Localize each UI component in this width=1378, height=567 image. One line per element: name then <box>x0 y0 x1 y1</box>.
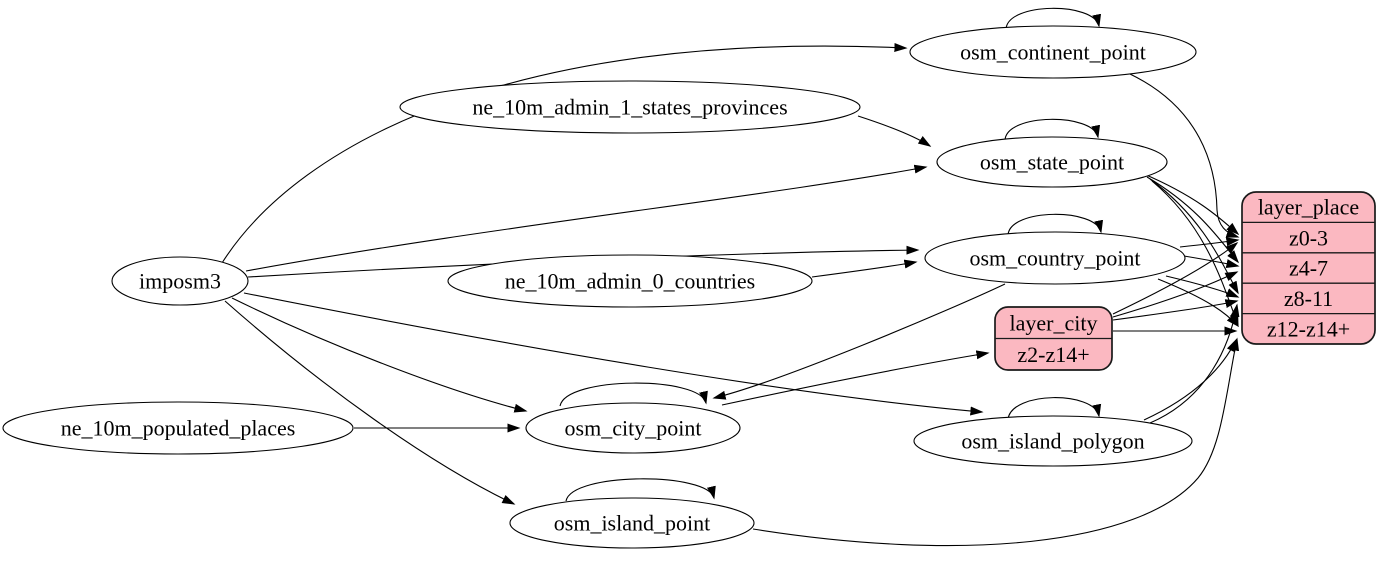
node-ellipse <box>399 80 861 134</box>
edge-osm-continent-point-to-layer-place-z0-3 <box>1129 73 1240 238</box>
record-box <box>1241 191 1376 345</box>
node-imposm3: imposm3 <box>111 256 249 306</box>
edge-self-osm-island-polygon <box>1007 397 1102 420</box>
edge-osm-state-point-to-layer-place-z0-3 <box>1143 173 1240 236</box>
edge-osm-state-point-to-layer-place-z4-7 <box>1146 176 1240 264</box>
node-label: osm_island_point <box>554 511 710 536</box>
node-layer-place: layer_place z0-3 z4-7 z8-11 z12-z14+ <box>1241 191 1376 345</box>
node-ellipse <box>509 497 755 549</box>
node-label: osm_island_polygon <box>961 429 1144 454</box>
node-osm-state-point: osm_state_point <box>936 136 1168 188</box>
edge-layer-city-to-layer-place-z0-3 <box>1112 242 1239 315</box>
node-label: osm_city_point <box>565 416 702 441</box>
edge-osm-city-point-to-layer-city-z2-z14 <box>721 350 990 406</box>
edge-self-osm-country-point <box>1007 213 1103 236</box>
edge-self-osm-continent-point <box>1005 7 1101 30</box>
edge-osm-island-polygon-to-layer-place-z8-11 <box>1149 303 1240 424</box>
edge-imposm3-to-osm-continent-point <box>221 42 908 264</box>
node-ellipse <box>525 402 741 454</box>
node-osm-city-point: osm_city_point <box>525 402 741 454</box>
record-row-z2-z14: z2-z14+ <box>1017 342 1089 367</box>
record-title: layer_place <box>1258 195 1359 220</box>
record-row-z8-11: z8-11 <box>1284 286 1333 311</box>
record-row-z0-3: z0-3 <box>1289 225 1328 250</box>
node-osm-country-point: osm_country_point <box>924 231 1186 285</box>
node-label: ne_10m_populated_places <box>61 416 296 441</box>
node-osm-island-point: osm_island_point <box>509 497 755 549</box>
node-label: osm_continent_point <box>960 40 1146 65</box>
node-label: ne_10m_admin_1_states_provinces <box>472 95 787 120</box>
node-ellipse <box>2 401 354 455</box>
edge-imposm3-to-osm-city-point <box>231 297 528 413</box>
node-ellipse <box>913 415 1193 467</box>
edge-ne-10m-admin-1-states-provinces-to-osm-state-point <box>857 115 932 147</box>
record-title: layer_city <box>1010 311 1098 336</box>
node-ne-10m-populated-places: ne_10m_populated_places <box>2 401 354 455</box>
record-row-z4-7: z4-7 <box>1289 256 1328 281</box>
edge-layer-city-to-layer-place-z4-7 <box>1112 271 1239 318</box>
edge-imposm3-to-osm-island-point <box>224 300 516 505</box>
edge-self-osm-city-point <box>559 382 708 407</box>
node-ellipse <box>936 136 1168 188</box>
node-ne-10m-admin-1-states-provinces: ne_10m_admin_1_states_provinces <box>399 80 861 134</box>
edge-imposm3-to-osm-island-polygon <box>243 292 984 416</box>
node-layer-city: layer_city z2-z14+ <box>994 306 1113 371</box>
edges <box>221 7 1240 547</box>
node-osm-continent-point: osm_continent_point <box>909 25 1197 79</box>
edge-layer-city-to-layer-place-z8-11 <box>1112 299 1239 321</box>
edge-osm-country-point-to-layer-place-z12-z14 <box>1157 278 1240 328</box>
record-row-z12-z14: z12-z14+ <box>1267 317 1350 342</box>
edge-imposm3-to-osm-state-point <box>245 164 928 272</box>
node-label: osm_country_point <box>969 246 1140 271</box>
node-ellipse <box>447 254 813 308</box>
edge-self-osm-island-point <box>565 478 716 502</box>
node-ellipse <box>111 256 249 306</box>
node-ellipse <box>909 25 1197 79</box>
edge-osm-country-point-to-osm-city-point <box>712 283 1006 400</box>
node-label: osm_state_point <box>980 150 1124 175</box>
edge-osm-country-point-to-layer-place-z4-7 <box>1183 255 1240 268</box>
node-label: ne_10m_admin_0_countries <box>505 269 756 294</box>
node-osm-island-polygon: osm_island_polygon <box>913 415 1193 467</box>
node-label: imposm3 <box>139 269 221 294</box>
edge-osm-country-point-to-layer-place-z0-3 <box>1179 237 1240 248</box>
node-ellipse <box>924 231 1186 285</box>
node-ne-10m-admin-0-countries: ne_10m_admin_0_countries <box>447 254 813 308</box>
edge-ne-10m-admin-0-countries-to-osm-country-point <box>811 259 918 278</box>
edge-osm-state-point-to-layer-place-z8-11 <box>1149 178 1239 295</box>
edge-osm-island-point-to-layer-place-z12-z14 <box>752 337 1240 547</box>
edge-osm-country-point-to-layer-place-z8-11 <box>1165 275 1240 298</box>
edge-self-osm-state-point <box>1004 118 1100 141</box>
